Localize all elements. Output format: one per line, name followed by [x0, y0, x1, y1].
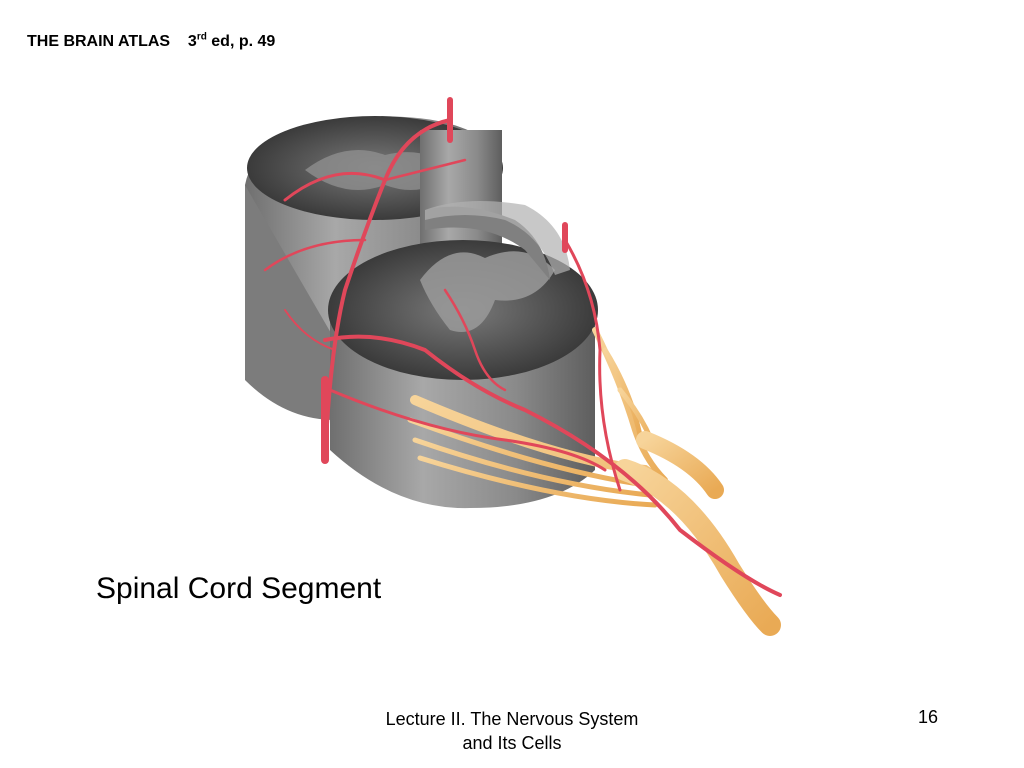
- spinal-cord-illustration: [245, 97, 782, 636]
- blood-vessels: [263, 97, 782, 597]
- edition-page: ed, p. 49: [211, 33, 276, 50]
- page-number: 16: [917, 707, 938, 727]
- lower-cord-block: [328, 201, 598, 509]
- figure-caption: Spinal Cord Segment: [96, 572, 382, 605]
- footer-line-1: Lecture II. The Nervous System: [385, 709, 639, 729]
- upper-cord-block: [245, 116, 503, 420]
- atlas-reference: THE BRAIN ATLAS 3rd ed, p. 49: [27, 31, 276, 51]
- edition-number: 3: [187, 33, 197, 50]
- edition-suffix: rd: [196, 31, 207, 43]
- footer-line-2: and Its Cells: [462, 733, 562, 753]
- slide-footer: Lecture II. The Nervous System and Its C…: [362, 707, 662, 755]
- nerve-roots: [407, 327, 781, 636]
- atlas-title: THE BRAIN ATLAS: [27, 33, 171, 50]
